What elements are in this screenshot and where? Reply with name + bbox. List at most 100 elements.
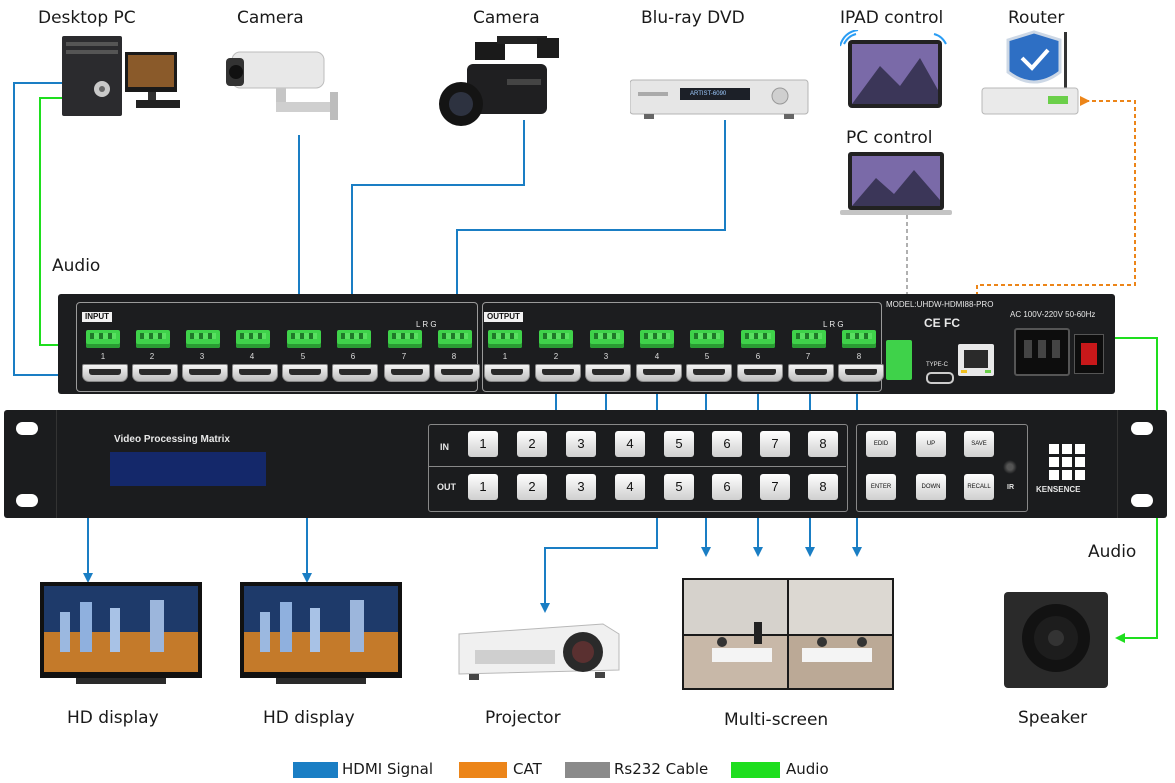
out-key[interactable]: 1 xyxy=(468,474,498,500)
hdmi-input-port[interactable] xyxy=(434,364,480,382)
multiscreen-label: Multi-screen xyxy=(724,710,829,730)
out-key[interactable]: 5 xyxy=(664,474,694,500)
up-button[interactable]: UP xyxy=(916,431,946,457)
ir-label: IR xyxy=(1007,484,1014,491)
legend-hdmi-label: HDMI Signal xyxy=(342,760,434,778)
output-port-number: 1 xyxy=(502,352,508,361)
in-key[interactable]: 2 xyxy=(517,431,547,457)
output-tag: OUTPUT xyxy=(484,312,523,322)
camcorder-icon xyxy=(439,36,559,126)
type-c-port[interactable] xyxy=(926,372,954,384)
rack-ear-hole xyxy=(1131,422,1153,435)
enter-button[interactable]: ENTER xyxy=(866,474,896,500)
in-key[interactable]: 6 xyxy=(712,431,742,457)
legend-cat-swatch xyxy=(459,762,507,778)
rack-ear-hole xyxy=(16,494,38,507)
in-key[interactable]: 4 xyxy=(615,431,645,457)
function-key-frame xyxy=(856,424,1028,512)
input-audio-terminal[interactable] xyxy=(236,330,270,348)
input-audio-terminal[interactable] xyxy=(136,330,170,348)
hdmi-output-port[interactable] xyxy=(788,364,834,382)
down-button[interactable]: DOWN xyxy=(916,474,946,500)
power-inlet[interactable] xyxy=(1014,328,1070,376)
hdmi-output-port[interactable] xyxy=(585,364,631,382)
input-port-number: 5 xyxy=(300,352,306,361)
rack-ear-hole xyxy=(16,422,38,435)
out-key[interactable]: 7 xyxy=(760,474,790,500)
output-port-number: 5 xyxy=(704,352,710,361)
hdmi-output-port[interactable] xyxy=(686,364,732,382)
input-port-number: 6 xyxy=(350,352,356,361)
legend-audio-swatch xyxy=(731,762,780,778)
audio-label-left: Audio xyxy=(52,256,101,276)
input-port-number: 8 xyxy=(451,352,457,361)
input-port-number: 3 xyxy=(199,352,205,361)
output-audio-terminal[interactable] xyxy=(690,330,724,348)
output-audio-terminal[interactable] xyxy=(640,330,674,348)
hdmi-input-port[interactable] xyxy=(384,364,430,382)
hdmi-output-port[interactable] xyxy=(636,364,682,382)
output-port-number: 2 xyxy=(553,352,559,361)
hdmi-output-port[interactable] xyxy=(484,364,530,382)
speaker-icon xyxy=(1004,592,1108,688)
out-key[interactable]: 2 xyxy=(517,474,547,500)
in-key[interactable]: 3 xyxy=(566,431,596,457)
power-switch[interactable] xyxy=(1074,334,1104,374)
security-camera-icon xyxy=(226,51,338,120)
rs232-terminal[interactable] xyxy=(886,340,912,380)
output-audio-terminal[interactable] xyxy=(792,330,826,348)
kensence-logo-icon xyxy=(1049,444,1085,480)
recall-button[interactable]: RECALL xyxy=(964,474,994,500)
laptop-icon xyxy=(840,152,952,215)
hdmi-input-port[interactable] xyxy=(182,364,228,382)
in-key[interactable]: 1 xyxy=(468,431,498,457)
input-section xyxy=(76,302,478,392)
hdmi-input-port[interactable] xyxy=(232,364,278,382)
input-lrg-label: L R G xyxy=(416,320,437,329)
ethernet-port[interactable] xyxy=(958,344,994,376)
projector-icon xyxy=(458,623,620,680)
output-audio-terminal[interactable] xyxy=(741,330,775,348)
bluray-display-text: ARTIST-6090 xyxy=(690,91,727,97)
output-port-number: 4 xyxy=(654,352,660,361)
input-audio-terminal[interactable] xyxy=(186,330,220,348)
output-audio-terminal[interactable] xyxy=(590,330,624,348)
input-audio-terminal[interactable] xyxy=(86,330,120,348)
output-audio-terminal[interactable] xyxy=(539,330,573,348)
hdmi-input-port[interactable] xyxy=(332,364,378,382)
input-audio-terminal[interactable] xyxy=(337,330,371,348)
out-key[interactable]: 4 xyxy=(615,474,645,500)
in-key[interactable]: 8 xyxy=(808,431,838,457)
bluray-label: Blu-ray DVD xyxy=(641,8,745,28)
out-key[interactable]: 6 xyxy=(712,474,742,500)
pc-control-label: PC control xyxy=(846,128,933,148)
input-audio-terminal[interactable] xyxy=(438,330,472,348)
out-key[interactable]: 3 xyxy=(566,474,596,500)
edid-button[interactable]: EDID xyxy=(866,431,896,457)
hdmi-output-port[interactable] xyxy=(535,364,581,382)
hdmi-output-port[interactable] xyxy=(838,364,884,382)
out-key[interactable]: 8 xyxy=(808,474,838,500)
matrix-rear-panel: INPUT OUTPUT L R G L R G MODEL:UHDW-HDMI… xyxy=(58,294,1115,394)
in-key[interactable]: 5 xyxy=(664,431,694,457)
save-button[interactable]: SAVE xyxy=(964,431,994,457)
hdmi-input-port[interactable] xyxy=(282,364,328,382)
in-key[interactable]: 7 xyxy=(760,431,790,457)
legend-audio-label: Audio xyxy=(786,760,829,778)
hdmi-output-port[interactable] xyxy=(737,364,783,382)
keypad-frame xyxy=(428,424,848,512)
legend-rs232-swatch xyxy=(565,762,610,778)
hd-display-2-label: HD display xyxy=(263,708,355,728)
camera-1-label: Camera xyxy=(237,8,304,28)
input-audio-terminal[interactable] xyxy=(287,330,321,348)
input-port-number: 7 xyxy=(401,352,407,361)
output-port-number: 8 xyxy=(856,352,862,361)
output-audio-terminal[interactable] xyxy=(488,330,522,348)
hdmi-input-port[interactable] xyxy=(132,364,178,382)
hdmi-input-port[interactable] xyxy=(82,364,128,382)
input-audio-terminal[interactable] xyxy=(388,330,422,348)
desktop-pc-icon xyxy=(62,36,180,116)
output-audio-terminal[interactable] xyxy=(842,330,876,348)
ipad-icon xyxy=(840,30,947,108)
lcd-display xyxy=(110,452,266,486)
